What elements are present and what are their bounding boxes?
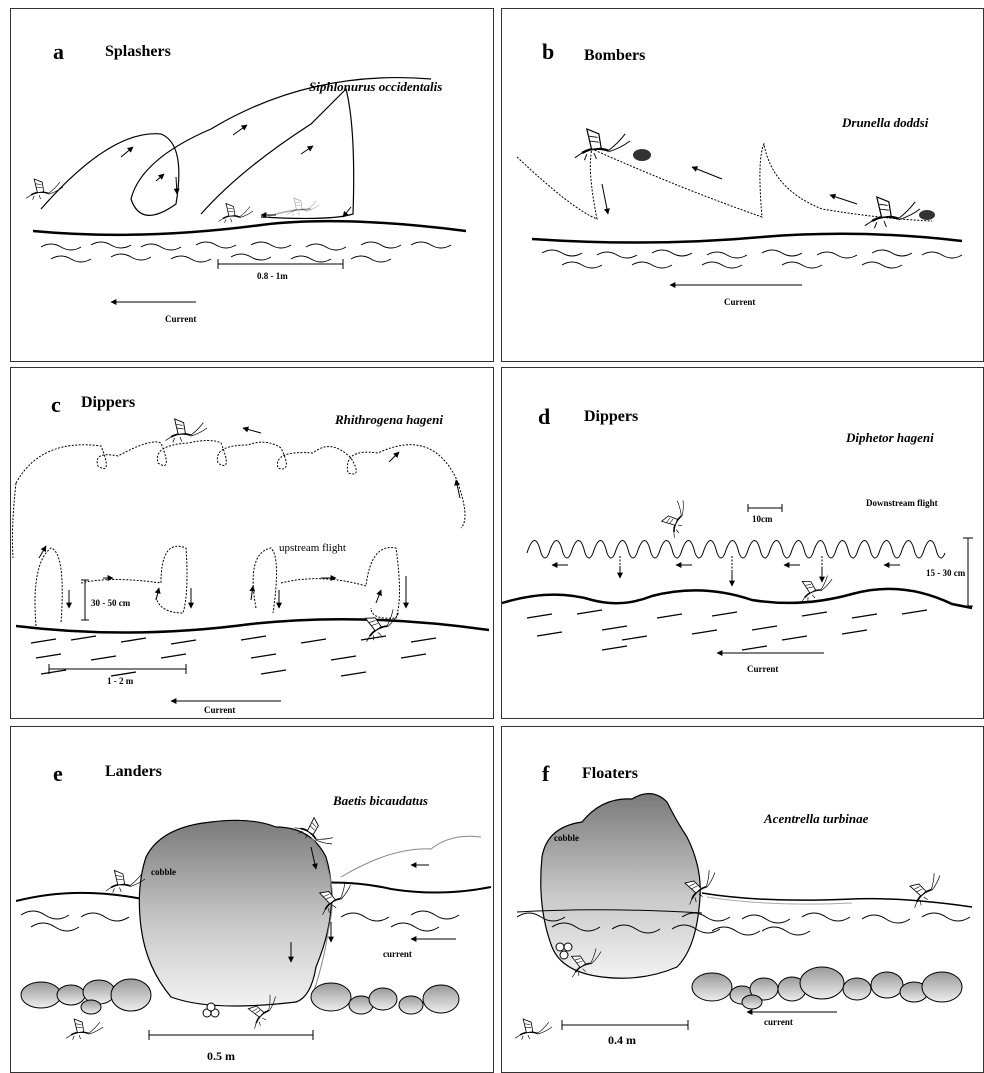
scale-label: 0.8 - 1m (257, 271, 288, 281)
dipper-upstream-flight-diagram (11, 368, 494, 719)
panel-e: e Landers Baetis bicaudatus cobbl (10, 726, 494, 1073)
cobble-label: cobble (151, 867, 176, 877)
panel-a: a Splashers Siphlonurus occidentalis 0.8… (10, 8, 494, 362)
height-label: 15 - 30 cm (926, 568, 965, 578)
scale-label: 0.4 m (608, 1033, 636, 1048)
current-label: Current (204, 705, 235, 715)
flight-label: upstream flight (279, 542, 346, 554)
scale-label: 1 - 2 m (107, 676, 133, 686)
panel-c: c Dippers Rhithrogena hageni upstream fl… (10, 367, 494, 719)
cobble-label: cobble (554, 833, 579, 843)
height-label: 30 - 50 cm (91, 598, 130, 608)
current-label: Current (747, 664, 778, 674)
current-label: current (764, 1017, 793, 1027)
panel-b: b Bombers Drunella doddsi Current (501, 8, 984, 362)
dipper-downstream-flight-diagram (502, 368, 984, 719)
current-label: Current (165, 314, 196, 324)
scale-label: 0.5 m (207, 1049, 235, 1064)
bomber-flight-diagram (502, 9, 984, 362)
current-label: current (383, 949, 412, 959)
splasher-flight-diagram (11, 9, 494, 362)
flight-label: Downstream flight (866, 498, 938, 508)
loop-scale-label: 10cm (752, 514, 773, 524)
panel-f: f Floaters Acentrella turbinae cobble cu… (501, 726, 984, 1073)
panel-d: d Dippers Diphetor hageni 10cm Downstrea… (501, 367, 984, 719)
current-label: Current (724, 297, 755, 307)
floater-diagram (502, 727, 984, 1073)
lander-diagram (11, 727, 494, 1073)
